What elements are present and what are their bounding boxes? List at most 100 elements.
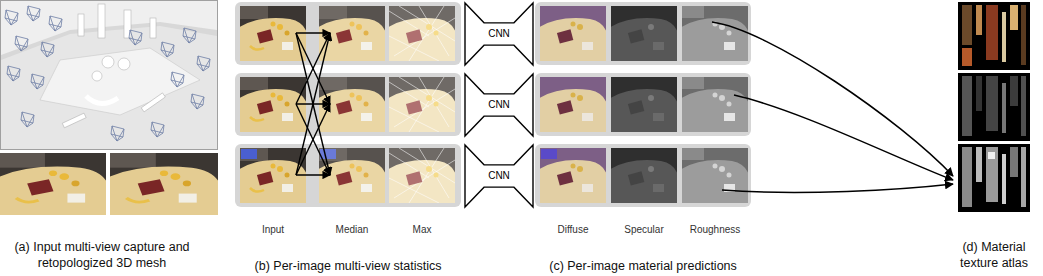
monitor xyxy=(541,149,557,159)
max-image xyxy=(387,148,457,205)
network-label: CNN xyxy=(488,170,510,182)
column-label: Input xyxy=(240,219,306,237)
row-panel xyxy=(235,2,461,65)
column-label: Max xyxy=(413,224,432,237)
input-photo xyxy=(107,153,222,217)
camera-frustum xyxy=(111,126,124,141)
camera-frustum xyxy=(5,10,18,25)
column-label: Specular xyxy=(624,224,663,237)
statistics-arrows xyxy=(296,33,330,175)
column-label: Roughness xyxy=(677,219,753,237)
cnn-hourglass: CNN xyxy=(465,74,533,136)
column-label: Max xyxy=(389,219,455,237)
scene-frame xyxy=(1,1,218,150)
hourglass-shape xyxy=(465,3,533,65)
merge-arrows xyxy=(712,22,953,192)
panel-caption: (a) Input multi-view capture and retopol… xyxy=(2,240,202,271)
camera-frustum xyxy=(15,36,28,51)
hourglass-shape xyxy=(465,74,533,136)
panel-caption: (d) Material texture atlas xyxy=(950,240,1038,271)
input-photo xyxy=(0,153,110,217)
arrow xyxy=(734,95,953,180)
cylinder-mesh xyxy=(98,4,105,38)
specular-map xyxy=(609,148,679,205)
cylinder-mesh xyxy=(124,10,131,38)
network-label: CNN xyxy=(488,99,510,111)
max-image xyxy=(387,77,457,134)
roughness-map xyxy=(680,6,750,63)
panel-caption: (b) Per-image multi-view statistics xyxy=(218,256,478,275)
camera-frustum xyxy=(161,42,174,57)
column-label: Diffuse xyxy=(540,219,606,237)
roughness-map xyxy=(680,77,750,134)
camera-frustum xyxy=(21,112,34,127)
specular-map xyxy=(609,6,679,63)
arrow xyxy=(296,32,330,33)
input-image xyxy=(238,6,308,63)
camera-frustum xyxy=(49,16,62,31)
median-image xyxy=(317,77,387,134)
arrow xyxy=(296,104,330,175)
column-label: Roughness xyxy=(690,224,741,237)
arrow xyxy=(296,33,330,104)
monitor xyxy=(320,149,336,159)
camera-frustum xyxy=(183,28,196,43)
sphere-mesh xyxy=(118,58,130,70)
arrow xyxy=(296,33,330,104)
panel-caption: (a) Input multi-view capture and retopol… xyxy=(2,240,202,271)
atlas-image xyxy=(958,2,1030,70)
row-panel xyxy=(235,144,461,207)
camera-frustum xyxy=(27,6,40,21)
column-label: Diffuse xyxy=(558,224,589,237)
arrow xyxy=(296,33,330,175)
mesh-scene xyxy=(1,1,218,150)
sphere-mesh xyxy=(102,56,114,68)
row-panel xyxy=(535,2,751,65)
panel-caption: (b) Per-image multi-view statistics xyxy=(255,259,442,275)
monitor xyxy=(241,149,257,159)
input-image xyxy=(238,148,308,205)
cnn-hourglass: CNN xyxy=(465,145,533,207)
atlas-image xyxy=(958,144,1030,212)
column-label: Specular xyxy=(611,219,677,237)
camera-frustum xyxy=(41,42,54,57)
panel-caption: (d) Material texture atlas xyxy=(950,240,1038,271)
roughness-map xyxy=(680,148,750,205)
box-mesh xyxy=(141,93,165,112)
box-mesh xyxy=(62,113,86,128)
table-mesh xyxy=(40,48,200,115)
hourglass-shape xyxy=(465,145,533,207)
median-image xyxy=(317,6,387,63)
sphere-mesh xyxy=(92,71,102,81)
camera-frustum xyxy=(129,30,142,45)
camera-frustum xyxy=(7,66,20,81)
column-label: Median xyxy=(336,224,369,237)
atlas-image xyxy=(958,73,1030,141)
camera-frustum xyxy=(151,122,164,137)
arrow xyxy=(296,33,330,175)
cylinder-mesh xyxy=(78,14,84,36)
column-label: Median xyxy=(319,219,385,237)
cnn-hourglass: CNN xyxy=(465,3,533,65)
arrow xyxy=(296,104,330,175)
camera-frustum xyxy=(197,56,210,71)
camera-frustum xyxy=(31,74,44,89)
network-label: CNN xyxy=(488,28,510,40)
panel-caption: (c) Per-image material predictions xyxy=(549,259,737,275)
panel-caption: (c) Per-image material predictions xyxy=(512,256,774,275)
diffuse-map xyxy=(538,77,608,134)
floor-plane xyxy=(1,26,217,149)
arrow xyxy=(296,174,330,175)
row-panel xyxy=(535,73,751,136)
diffuse-map xyxy=(538,6,608,63)
camera-frustum xyxy=(171,72,184,87)
median-image xyxy=(317,148,387,205)
row-panel xyxy=(235,73,461,136)
banana-mesh xyxy=(86,96,118,104)
specular-map xyxy=(609,77,679,134)
cylinder-mesh xyxy=(150,18,156,38)
arrow xyxy=(722,184,953,192)
input-image xyxy=(238,77,308,134)
camera-frustum xyxy=(191,94,204,109)
